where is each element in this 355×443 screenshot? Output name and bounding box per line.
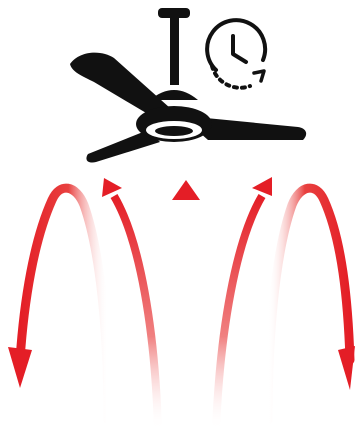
airflow-arrow-inner-right [216, 177, 272, 430]
airflow-arrows-icon [8, 177, 355, 443]
airflow-arrow-center [172, 180, 200, 443]
ceiling-fan-icon [70, 8, 306, 163]
airflow-arrow-outer-right [268, 188, 355, 420]
airflow-arrow-outer-left [8, 188, 108, 420]
clock-reverse-icon [207, 20, 265, 88]
